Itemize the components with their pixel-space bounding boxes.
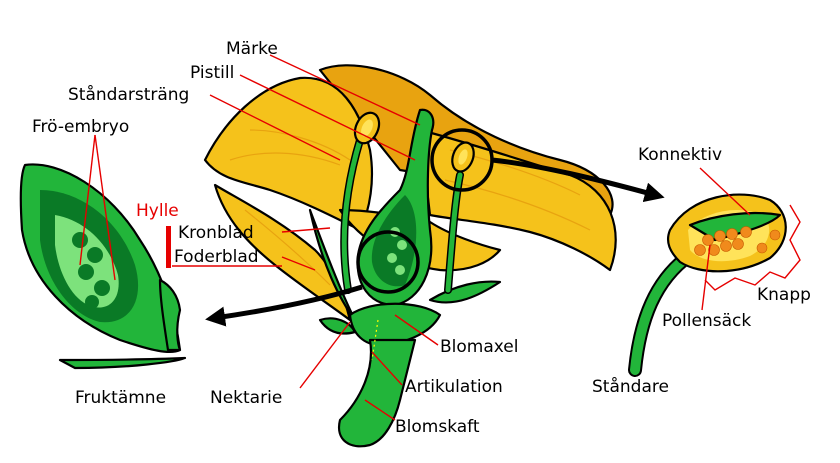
arrow-to-fruktamne bbox=[205, 284, 363, 327]
label-fro-embryo: Frö-embryo bbox=[32, 117, 129, 137]
ovule-cluster bbox=[387, 227, 407, 275]
zoom-circle-ovary bbox=[356, 230, 420, 294]
label-pistill: Pistill bbox=[190, 63, 234, 83]
main-flower bbox=[203, 64, 617, 448]
sepal-right bbox=[428, 280, 502, 304]
leader-lines bbox=[79, 54, 751, 421]
label-pollensack: Pollensäck bbox=[662, 311, 751, 331]
label-marke: Märke bbox=[226, 39, 278, 59]
receptacle bbox=[348, 302, 442, 347]
articulation-mark bbox=[371, 319, 379, 361]
pollen-grains bbox=[694, 226, 781, 256]
ovary-interior bbox=[371, 195, 417, 287]
label-blomskaft: Blomskaft bbox=[395, 417, 480, 437]
knapp-bracket bbox=[704, 204, 801, 291]
stamen-detail bbox=[628, 193, 801, 377]
ovary-tip bbox=[158, 278, 182, 352]
label-standare: Ståndare bbox=[592, 376, 669, 397]
stamen-filament-left-inner bbox=[341, 137, 363, 293]
nectary-leaf bbox=[318, 317, 357, 335]
hylle-bar bbox=[166, 226, 171, 268]
label-blomaxel: Blomaxel bbox=[440, 337, 518, 357]
ovary-stalk bbox=[58, 356, 187, 370]
label-artikulation: Artikulation bbox=[405, 377, 503, 397]
label-kronblad: Kronblad bbox=[178, 223, 254, 243]
label-standarstrang: Ståndarsträng bbox=[68, 84, 189, 105]
label-fruktamne: Fruktämne bbox=[75, 388, 166, 408]
label-foderblad: Foderblad bbox=[174, 247, 259, 267]
label-hylle: Hylle bbox=[136, 201, 179, 221]
flower-stalk bbox=[337, 338, 417, 448]
label-nektarie: Nektarie bbox=[210, 388, 282, 408]
label-konnektiv: Konnektiv bbox=[638, 145, 722, 165]
arrow-to-standare bbox=[491, 157, 665, 203]
label-knapp: Knapp bbox=[757, 285, 811, 305]
ovary-detail bbox=[19, 163, 187, 370]
